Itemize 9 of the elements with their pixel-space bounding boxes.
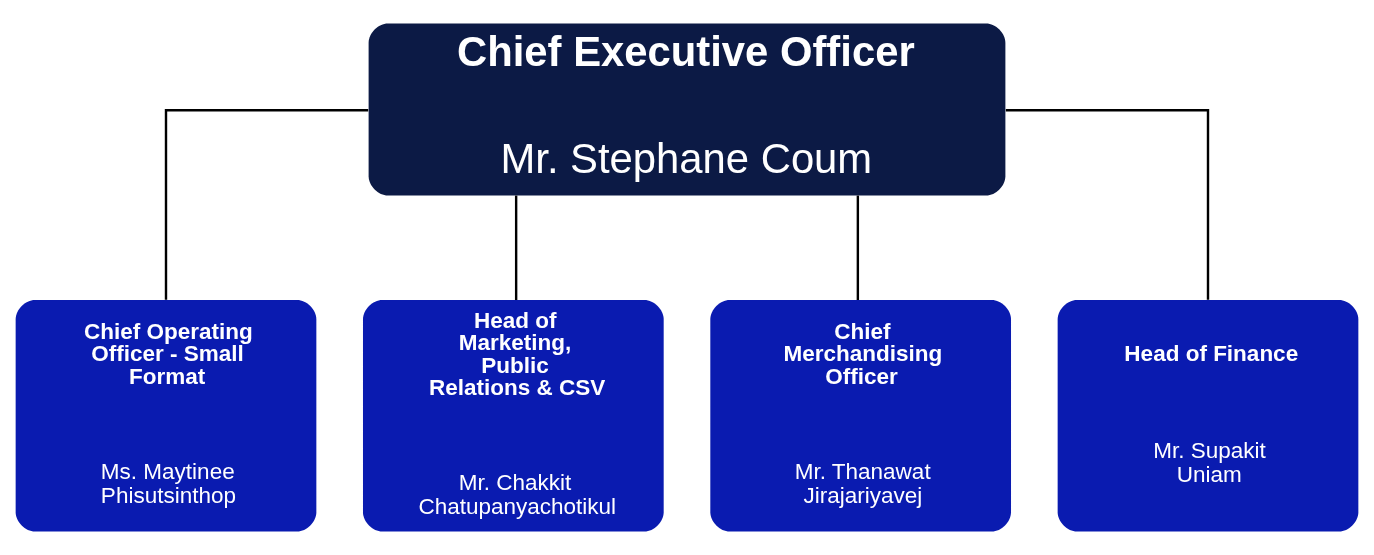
connector (1005, 109, 1210, 300)
node-box: Head of Marketing, Public Relations & CSV Mr. Chakkit Chatupanyachotikul (363, 300, 664, 532)
node-box: Head of Finance Mr. Supakit Uniam (1057, 300, 1359, 532)
node-box: Chief Merchandising Officer Mr. Thanawat Jirajariyavej (710, 300, 1011, 532)
node-box: Chief Executive Officer Mr. Stephane Coum (368, 23, 1006, 196)
connector (856, 195, 860, 300)
connector (164, 109, 369, 300)
connector (514, 195, 518, 300)
node-box: Chief Operating Officer - Small Format Ms. Maytinee Phisutsinthop (15, 300, 317, 532)
